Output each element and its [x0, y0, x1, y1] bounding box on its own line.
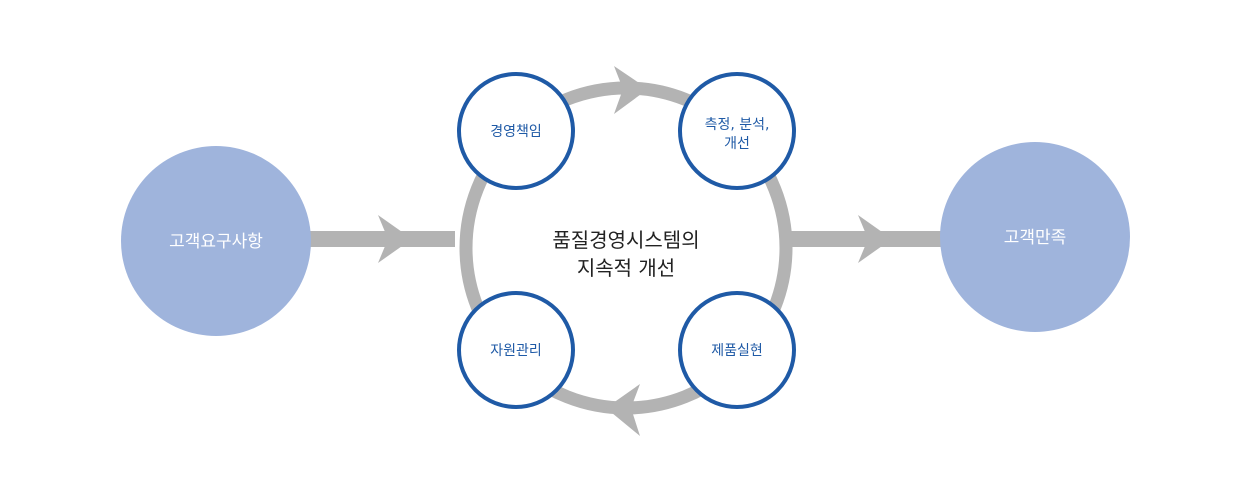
product-realization-label: 제품실현 [711, 343, 763, 359]
management-responsibility-node: 경영책임 [457, 72, 575, 190]
center-title-line1: 품질경영시스템의 [552, 228, 699, 252]
output-arrow [790, 215, 945, 263]
measurement-analysis-label-line2: 개선 [724, 136, 750, 152]
center-title: 품질경영시스템의 지속적 개선 [552, 228, 699, 280]
product-realization-circle [678, 291, 796, 409]
customer-satisfaction-node: 고객만족 [940, 142, 1130, 332]
measurement-analysis-circle [678, 72, 796, 190]
customer-satisfaction-circle [940, 142, 1130, 332]
input-arrow-head [378, 215, 412, 263]
resource-management-node: 자원관리 [457, 291, 575, 409]
cycle-arrow-top [614, 66, 648, 114]
input-arrow [310, 215, 455, 263]
customer-requirements-label: 고객요구사항 [169, 232, 263, 252]
product-realization-node: 제품실현 [678, 291, 796, 409]
input-arrow-shaft [310, 231, 455, 247]
management-responsibility-label: 경영책임 [490, 124, 542, 140]
management-responsibility-circle [457, 72, 575, 190]
cycle-arrow-bottom [606, 384, 640, 436]
center-title-line2: 지속적 개선 [577, 256, 675, 280]
measurement-analysis-label-line1: 측정, 분석, [705, 117, 770, 133]
resource-management-label: 자원관리 [490, 343, 542, 359]
customer-requirements-circle [121, 146, 311, 336]
customer-satisfaction-label: 고객만족 [1004, 228, 1067, 248]
output-arrow-shaft [790, 231, 945, 247]
resource-management-circle [457, 291, 575, 409]
measurement-analysis-node: 측정, 분석, 개선 [678, 72, 796, 190]
customer-requirements-node: 고객요구사항 [121, 146, 311, 336]
output-arrow-head [858, 215, 892, 263]
